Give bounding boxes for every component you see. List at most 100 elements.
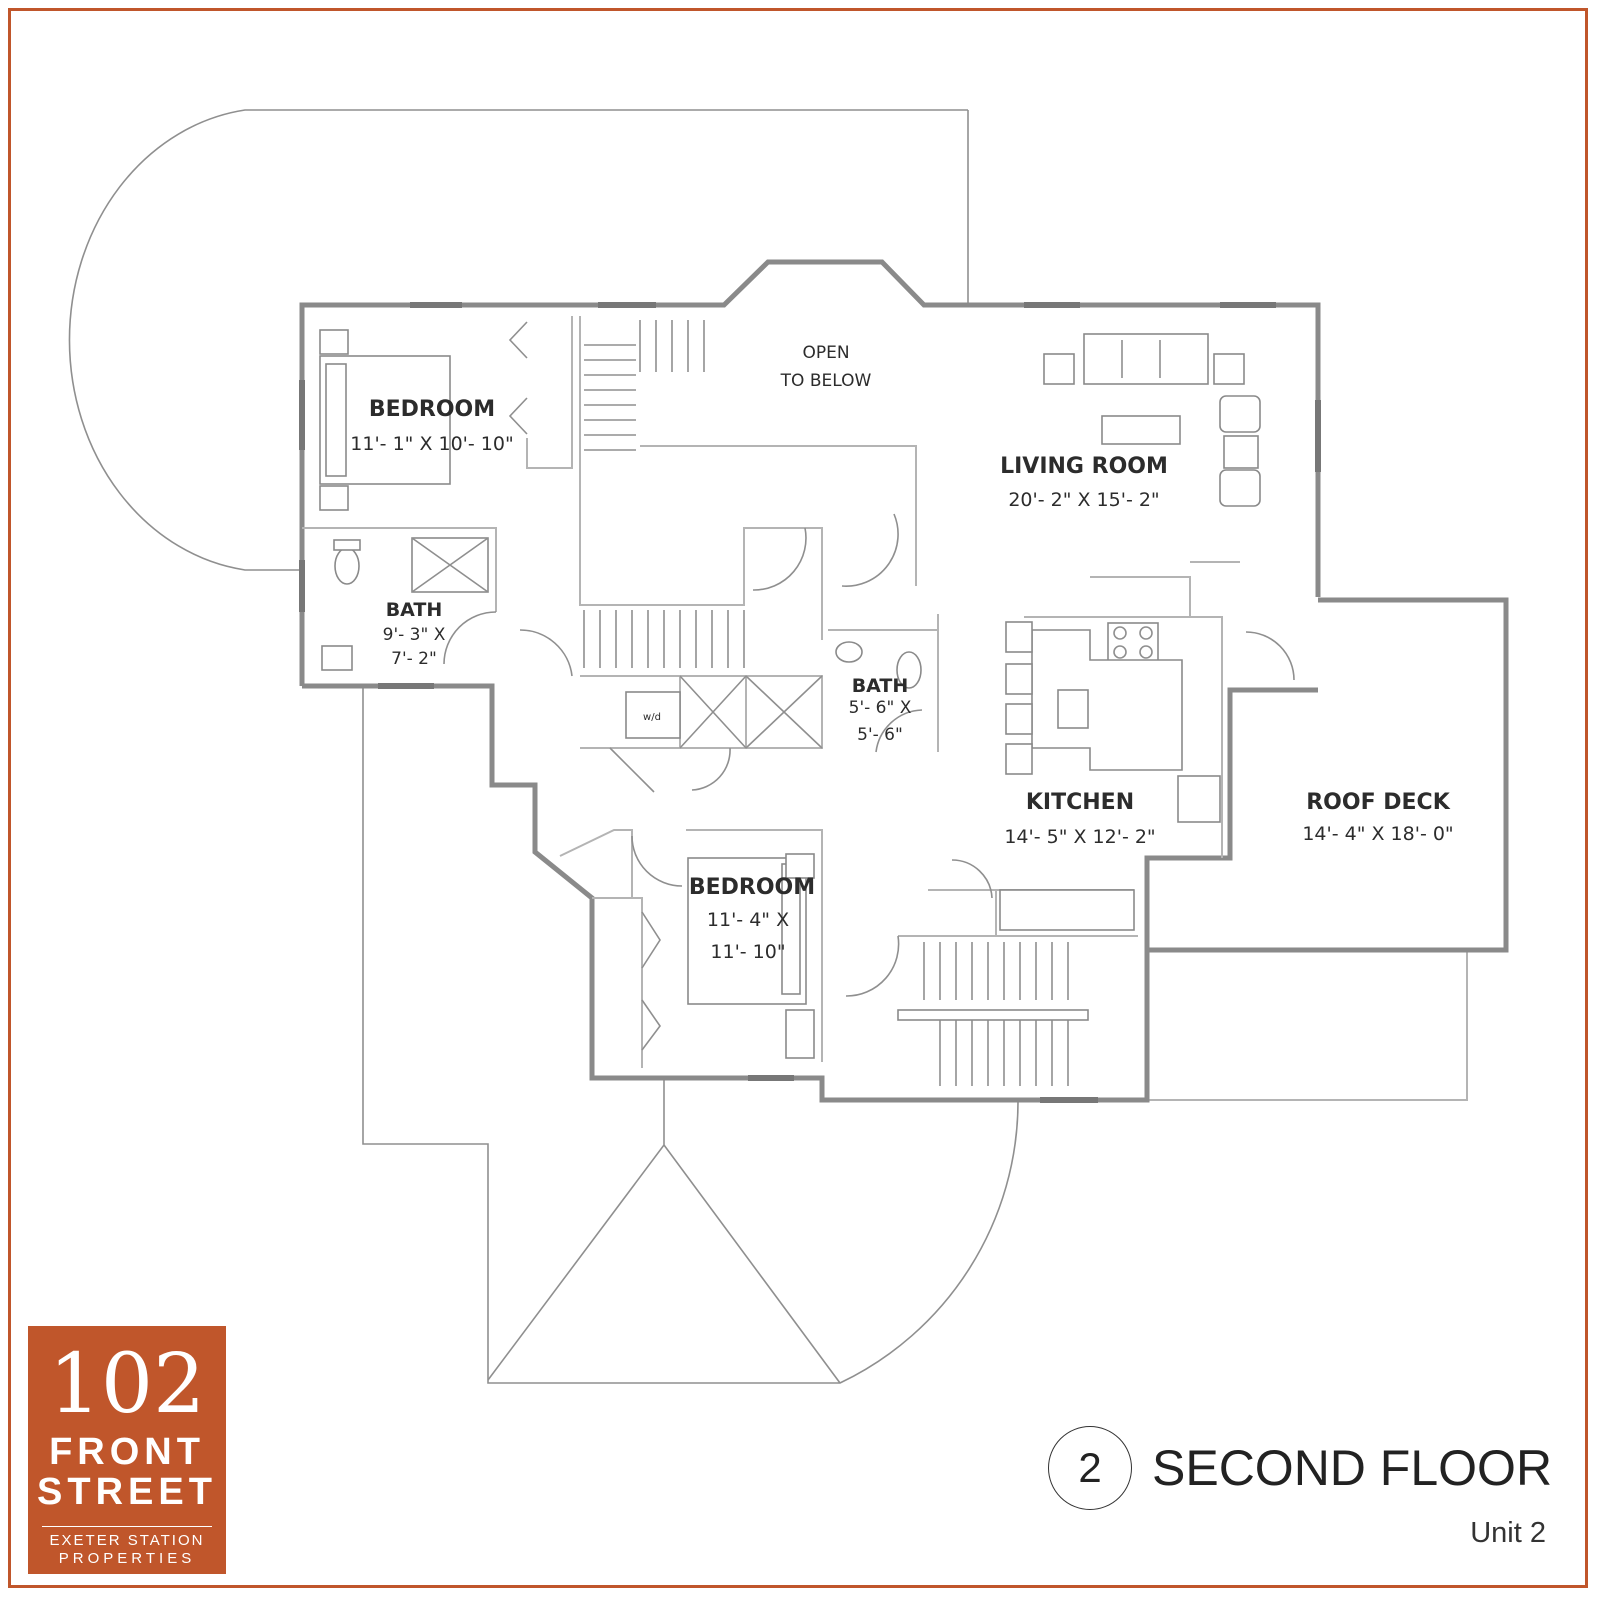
- front-yard-outline: [362, 686, 1019, 1384]
- bath2-door-arc: [875, 709, 923, 753]
- closet-door-1b: [508, 397, 528, 435]
- page-frame: [8, 8, 1588, 1588]
- bedroom1-dims: 11'- 1" X 10'- 10": [350, 433, 513, 455]
- entry-bench: [999, 889, 1135, 931]
- laundry-door: [609, 747, 655, 793]
- entry-roof-outline: [487, 1080, 841, 1384]
- bedroom2-entry-wall: [559, 829, 633, 898]
- hall-door-arc: [519, 629, 573, 677]
- living-room-name: LIVING ROOM: [1000, 454, 1168, 479]
- floor-title: SECOND FLOOR: [1152, 1440, 1553, 1496]
- kitchen-east-wall: [1144, 687, 1318, 866]
- room-label-roof-deck: ROOF DECK 14'- 4" X 18'- 0": [1302, 790, 1453, 845]
- logo-line1: FRONT: [49, 1431, 205, 1473]
- bedroom2-name: BEDROOM: [689, 875, 815, 900]
- end-table-right: [1213, 353, 1245, 385]
- armchair-3: [1219, 469, 1261, 507]
- room-label-living-room: LIVING ROOM 20'- 2" X 15'- 2": [1000, 454, 1168, 511]
- coffee-table: [1101, 415, 1181, 445]
- logo-line2: STREET: [37, 1471, 217, 1513]
- stool-3: [1005, 703, 1033, 735]
- south-door-arc-1: [845, 935, 900, 997]
- toilet-1-tank: [333, 539, 361, 551]
- kitchen-sink: [1057, 689, 1089, 729]
- bedroom2-walls: [592, 829, 823, 1068]
- bedroom1-wall: [302, 527, 497, 612]
- bedroom1-name: BEDROOM: [369, 397, 495, 422]
- bath1-dims-line1: 9'- 3" X: [383, 625, 446, 645]
- closet-door-1a: [508, 321, 528, 359]
- room-label-bedroom-2: BEDROOM 11'- 4" X 11'- 10": [689, 875, 815, 963]
- room-label-bath-1: BATH 9'- 3" X 7'- 2": [383, 599, 446, 669]
- kitchen-name: KITCHEN: [1026, 790, 1134, 815]
- roof-deck-dims: 14'- 4" X 18'- 0": [1302, 823, 1453, 845]
- burner-3: [1113, 645, 1127, 659]
- bath2-dims-line2: 5'- 6": [857, 725, 903, 745]
- stool-2: [1005, 663, 1033, 695]
- sink-1: [321, 645, 353, 671]
- roof-deck-name: ROOF DECK: [1306, 790, 1450, 815]
- living-room-dims: 20'- 2" X 15'- 2": [1008, 489, 1159, 511]
- end-table-left: [1043, 353, 1075, 385]
- burner-4: [1139, 645, 1153, 659]
- stool-1: [1005, 621, 1033, 653]
- bath2-dims-line1: 5'- 6" X: [849, 698, 912, 718]
- fridge: [1177, 775, 1221, 823]
- bedroom2-door-arc: [631, 835, 683, 887]
- stair-landing-rail: [897, 1009, 1089, 1021]
- unit-label: Unit 2: [1470, 1517, 1546, 1549]
- bedroom1-closet-wall: [526, 316, 573, 469]
- logo-subtitle-1: EXETER STATION: [49, 1532, 205, 1549]
- living-door-arc: [841, 513, 899, 587]
- bath2-name: BATH: [852, 675, 909, 697]
- kitchen-island: [1031, 629, 1183, 771]
- nightstand-1b: [319, 485, 349, 511]
- sofa-cushions: [1121, 340, 1161, 378]
- closet-door-arc: [691, 747, 731, 791]
- washer-dryer: [625, 691, 681, 739]
- bedroom2-dims-line2: 11'- 10": [710, 941, 785, 963]
- sofa: [1083, 333, 1209, 385]
- open-to-below-line1: OPEN: [802, 343, 849, 363]
- shower-1-x: [411, 537, 489, 593]
- room-label-bedroom-1: BEDROOM 11'- 1" X 10'- 10": [350, 397, 513, 455]
- window-marks: [299, 302, 1321, 1103]
- roof-deck-lower-outline: [1147, 952, 1468, 1101]
- stair-north-wall: [579, 316, 823, 640]
- bath2-wall: [828, 614, 939, 752]
- nightstand-2a: [785, 853, 815, 879]
- room-label-kitchen: KITCHEN 14'- 5" X 12'- 2": [1004, 790, 1155, 848]
- open-to-below-wall: [640, 445, 917, 586]
- logo: 102 FRONT STREET EXETER STATION PROPERTI…: [28, 1326, 226, 1574]
- bedroom2-dims-line1: 11'- 4" X: [707, 909, 789, 931]
- armchair-1: [1219, 395, 1261, 433]
- bed-1-pillow: [325, 363, 347, 477]
- closet-door-2a: [641, 911, 661, 969]
- open-to-below-line2: TO BELOW: [780, 371, 872, 391]
- logo-divider: [42, 1526, 212, 1527]
- stair-north-treads: [583, 320, 745, 668]
- room-label-open-to-below: OPEN TO BELOW: [780, 343, 872, 391]
- kitchen-dims: 14'- 5" X 12'- 2": [1004, 826, 1155, 848]
- nightstand-2b: [785, 1009, 815, 1059]
- sink-2: [835, 641, 863, 663]
- bath1-dims-line2: 7'- 2": [391, 649, 437, 669]
- south-door-arc-2: [951, 859, 993, 899]
- bath1-name: BATH: [386, 599, 443, 621]
- logo-subtitle-2: PROPERTIES: [58, 1550, 196, 1567]
- bath1-door: [443, 611, 497, 665]
- hall-closet-x: [679, 675, 823, 749]
- curved-terrace-outline: [68, 109, 968, 571]
- laundry-label: w/d: [643, 712, 661, 723]
- toilet-1: [334, 547, 360, 585]
- stair-south-treads: [923, 942, 1069, 1086]
- stool-4: [1005, 743, 1033, 775]
- hall-closet-walls: [580, 675, 823, 749]
- burner-2: [1139, 626, 1153, 640]
- burner-1: [1113, 626, 1127, 640]
- armchair-2: [1223, 435, 1259, 469]
- deck-door-arc: [1245, 631, 1295, 681]
- closet-door-2b: [641, 999, 661, 1051]
- kitchen-walls: [1024, 561, 1240, 858]
